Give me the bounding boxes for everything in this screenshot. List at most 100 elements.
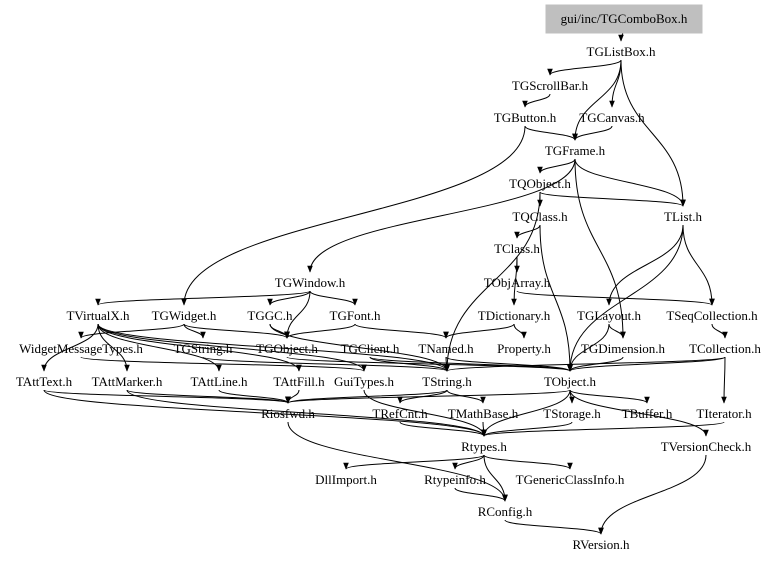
edge-rtypeinfo-to-rconfig (454, 487, 508, 502)
graph-node-tgscrollbar[interactable]: TGScrollBar.h (512, 78, 589, 93)
graph-node-tgwindow[interactable]: TGWindow.h (275, 275, 346, 290)
graph-node-tggc[interactable]: TGGC.h (247, 308, 293, 323)
node-label: TDictionary.h (478, 308, 551, 323)
graph-node-tnamed[interactable]: TNamed.h (418, 341, 474, 356)
graph-node-tgclient[interactable]: TGClient.h (341, 341, 400, 356)
edge-riosfwd-to-rconfig (287, 421, 508, 502)
edge-tqobject-to-tstring (444, 191, 541, 372)
graph-node-tgenericclassinfo[interactable]: TGenericClassInfo.h (516, 472, 625, 487)
node-label: TGObject.h (256, 341, 318, 356)
edge-tgwidget-to-widgetmessagetypes (78, 323, 185, 339)
graph-node-tatttext[interactable]: TAttText.h (16, 374, 73, 389)
edge-tdictionary-to-tnamed (443, 323, 515, 339)
node-label: TAttMarker.h (92, 374, 163, 389)
edge-tgfont-to-tnamed (354, 323, 449, 339)
graph-node-tgstring[interactable]: TGString.h (174, 341, 233, 356)
graph-node-tclass[interactable]: TClass.h (494, 241, 540, 256)
edge-tgclient-to-tobject (369, 356, 573, 372)
graph-node-tglayout[interactable]: TGLayout.h (577, 308, 641, 323)
graph-node-tgobject[interactable]: TGObject.h (256, 341, 318, 356)
edge-tlist-to-tglayout (606, 224, 684, 306)
graph-node-tglistbox[interactable]: TGListBox.h (587, 44, 656, 59)
graph-node-trefcnt[interactable]: TRefCnt.h (372, 406, 428, 421)
graph-node-tvirtualx[interactable]: TVirtualX.h (66, 308, 130, 323)
graph-node-tgframe[interactable]: TGFrame.h (545, 143, 606, 158)
node-label: TObjArray.h (484, 275, 551, 290)
graph-node-tobjarray[interactable]: TObjArray.h (484, 275, 551, 290)
node-label: TMathBase.h (448, 406, 519, 421)
node-label: TAttLine.h (190, 374, 248, 389)
graph-node-tgdimension[interactable]: TGDimension.h (581, 341, 666, 356)
graph-node-tlist[interactable]: TList.h (664, 209, 702, 224)
node-label: Rtypes.h (461, 439, 507, 454)
edges-layer (41, 26, 728, 535)
node-label: TGGC.h (247, 308, 293, 323)
edge-tgfont-to-tgobject (284, 323, 356, 339)
node-label: GuiTypes.h (334, 374, 395, 389)
edge-tqclass-to-tobject (539, 224, 573, 372)
node-label: TGFrame.h (545, 143, 606, 158)
graph-node-rconfig[interactable]: RConfig.h (478, 504, 533, 519)
edge-tdictionary-to-property (513, 323, 527, 339)
node-label: TAttFill.h (273, 374, 325, 389)
node-label: TCollection.h (689, 341, 761, 356)
graph-node-tqclass[interactable]: TQClass.h (512, 209, 568, 224)
node-label: TGCanvas.h (579, 110, 645, 125)
node-label: TAttText.h (16, 374, 73, 389)
graph-node-rversion[interactable]: RVersion.h (572, 537, 630, 552)
graph-node-tbuffer[interactable]: TBuffer.h (622, 406, 673, 421)
graph-node-tattmarker[interactable]: TAttMarker.h (92, 374, 163, 389)
graph-node-titerator[interactable]: TIterator.h (696, 406, 752, 421)
edge-tgframe-to-tgdimension (574, 158, 626, 339)
node-label: TGListBox.h (587, 44, 656, 59)
node-label: TGScrollBar.h (512, 78, 589, 93)
node-label: TGLayout.h (577, 308, 641, 323)
graph-node-tgbutton[interactable]: TGButton.h (494, 110, 557, 125)
node-label: Rtypeinfo.h (424, 472, 486, 487)
node-label: TRefCnt.h (372, 406, 428, 421)
graph-node-tstring[interactable]: TString.h (422, 374, 472, 389)
edge-tatttext-to-rtypes (43, 389, 487, 437)
graph-node-tattfill[interactable]: TAttFill.h (273, 374, 325, 389)
graph-node-rtypeinfo[interactable]: Rtypeinfo.h (424, 472, 486, 487)
edge-tgstring-to-tstring (202, 356, 450, 372)
graph-node-tgwidget[interactable]: TGWidget.h (152, 308, 217, 323)
graph-node-tstorage[interactable]: TStorage.h (543, 406, 601, 421)
graph-node-riosfwd[interactable]: Riosfwd.h (261, 406, 315, 421)
graph-node-tversioncheck[interactable]: TVersionCheck.h (661, 439, 752, 454)
node-label: RConfig.h (478, 504, 533, 519)
edge-tgwindow-to-tgfont (309, 290, 358, 306)
nodes-layer: gui/inc/TGComboBox.hTGListBox.hTGScrollB… (16, 4, 761, 552)
graph-node-tobject[interactable]: TObject.h (544, 374, 597, 389)
edge-tgbutton-to-tgwidget (181, 125, 526, 306)
edge-widgetmessagetypes-to-guitypes (80, 356, 367, 372)
graph-node-tgcanvas[interactable]: TGCanvas.h (579, 110, 645, 125)
edge-tcollection-to-titerator (721, 356, 727, 404)
edge-tgwidget-to-tgstring (183, 323, 206, 339)
graph-node-tgcombobox[interactable]: gui/inc/TGComboBox.h (545, 4, 703, 34)
graph-node-property[interactable]: Property.h (497, 341, 551, 356)
node-label: Property.h (497, 341, 551, 356)
graph-node-guitypes[interactable]: GuiTypes.h (334, 374, 395, 389)
graph-node-tmathbase[interactable]: TMathBase.h (448, 406, 519, 421)
edge-tclass-to-tdictionary (511, 256, 518, 306)
graph-node-widgetmessagetypes[interactable]: WidgetMessageTypes.h (19, 341, 143, 356)
graph-node-tcollection[interactable]: TCollection.h (689, 341, 761, 356)
edge-tobject-to-tbuffer (569, 389, 650, 404)
graph-node-tgfont[interactable]: TGFont.h (330, 308, 381, 323)
edge-tgframe-to-tqobject (537, 158, 576, 174)
graph-node-tseqcollection[interactable]: TSeqCollection.h (666, 308, 758, 323)
edge-tglayout-to-tgdimension (608, 323, 626, 339)
edge-tglistbox-to-tgcanvas (609, 59, 622, 108)
edge-tgwindow-to-tggc (267, 290, 311, 306)
edge-tgwidget-to-tgobject (183, 323, 290, 339)
graph-node-tqobject[interactable]: TQObject.h (509, 176, 571, 191)
edge-tgdimension-to-tobject (567, 356, 624, 372)
graph-node-rtypes[interactable]: Rtypes.h (461, 439, 507, 454)
node-label: gui/inc/TGComboBox.h (561, 11, 688, 26)
graph-node-tattline[interactable]: TAttLine.h (190, 374, 248, 389)
node-label: TGenericClassInfo.h (516, 472, 625, 487)
graph-node-dllimport[interactable]: DllImport.h (315, 472, 377, 487)
graph-node-tdictionary[interactable]: TDictionary.h (478, 308, 551, 323)
node-label: TGFont.h (330, 308, 381, 323)
